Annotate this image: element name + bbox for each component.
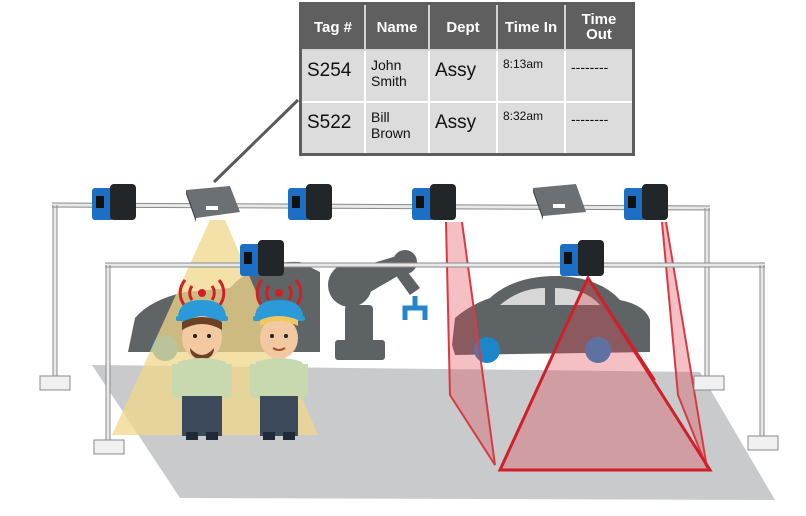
rfid-signal-icon [178, 279, 226, 307]
cell-name: Bill Brown [364, 101, 430, 156]
gantry-frame-front-outline [105, 262, 765, 445]
callout-line [212, 98, 300, 184]
robot-gripper [402, 296, 428, 320]
gantry-frame-front [105, 262, 765, 445]
laser-zone-left [445, 221, 496, 466]
column-header-time-in: Time In [496, 2, 566, 51]
cell-dept: Assy [428, 49, 498, 103]
table-header-row: Tag # Name Dept Time In Time Out [299, 2, 635, 51]
cell-name: John Smith [364, 49, 430, 103]
cell-tag: S522 [299, 101, 366, 156]
table-row: S522 Bill Brown Assy 8:32am -------- [299, 101, 635, 156]
camera-icon-2 [288, 184, 332, 220]
table-row: S254 John Smith Assy 8:13am -------- [299, 49, 635, 103]
cell-tag: S254 [299, 49, 366, 103]
cell-dept: Assy [428, 101, 498, 156]
column-header-name: Name [364, 2, 430, 51]
column-header-dept: Dept [428, 2, 498, 51]
rfid-signal-icon [255, 279, 303, 307]
gantry-frame-back-outline [51, 202, 711, 378]
camera-icon-3 [412, 184, 456, 220]
camera-icon-4 [624, 184, 668, 220]
cell-time-in: 8:32am [496, 101, 566, 156]
gantry-frame-back [51, 202, 711, 378]
camera-icon-1 [92, 184, 136, 220]
laser-zone-right [661, 221, 708, 469]
column-header-time-out: Time Out [564, 2, 635, 51]
camera-icon-5 [240, 240, 284, 276]
attendance-table: Tag # Name Dept Time In Time Out S254 Jo… [299, 2, 635, 156]
rfid-reader-right-icon [533, 184, 586, 220]
camera-icon-6 [560, 240, 604, 276]
column-header-tag: Tag # [299, 2, 366, 51]
cell-time-in: 8:13am [496, 49, 566, 103]
cell-time-out: -------- [564, 101, 635, 156]
cell-time-out: -------- [564, 49, 635, 103]
rfid-reader-left-icon [186, 186, 240, 222]
worker-john-smith [172, 279, 232, 440]
gantry-feet [39, 375, 779, 455]
laser-zone-pyramid [497, 274, 713, 472]
worker-bill-brown [250, 279, 308, 440]
